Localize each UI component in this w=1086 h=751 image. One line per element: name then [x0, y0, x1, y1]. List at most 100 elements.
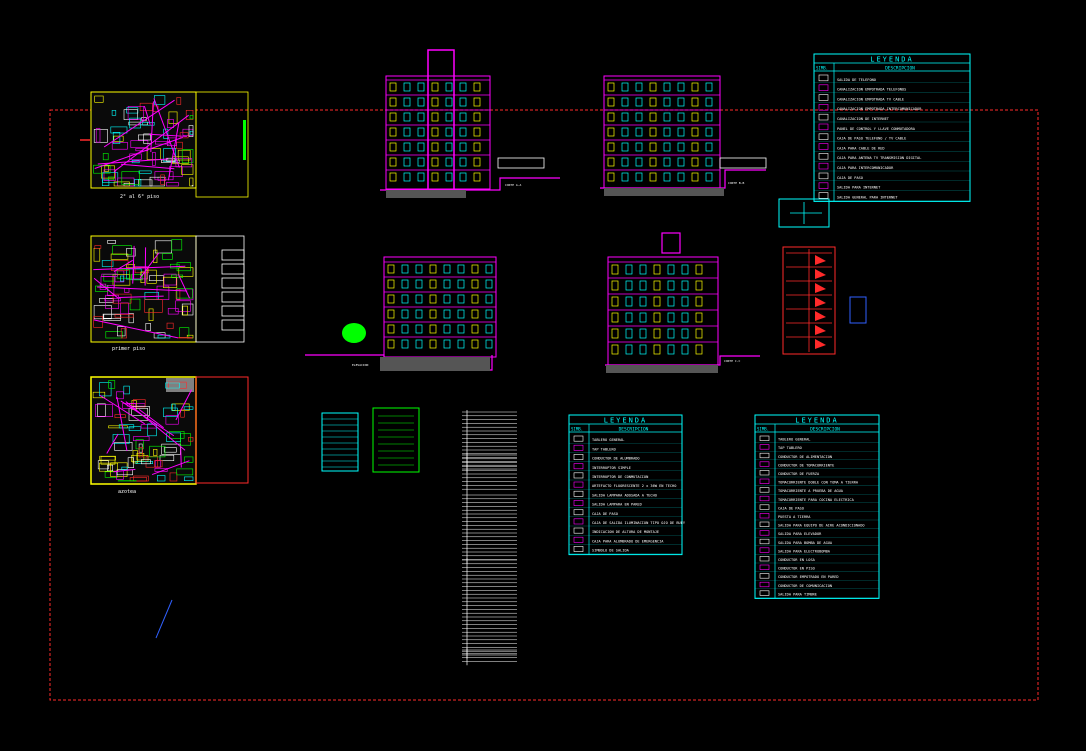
- plan-element: [138, 179, 153, 187]
- floor-plan-upper[interactable]: 2° al 6° piso: [80, 91, 249, 200]
- window: [667, 280, 675, 291]
- window: [403, 142, 411, 152]
- wiring-run: [151, 460, 190, 476]
- legend-symbol: [759, 444, 770, 450]
- section-a[interactable]: CORTE A-A: [380, 49, 560, 198]
- plan-element: [108, 176, 115, 181]
- legend-symbol: [573, 509, 584, 516]
- window: [649, 97, 657, 107]
- plan-element: [95, 128, 101, 143]
- window: [401, 324, 409, 334]
- legend-row-text: CANALIZACION EMPOTRADA TV CABLE: [837, 97, 904, 101]
- window: [417, 172, 425, 182]
- parking-stall: [221, 263, 245, 275]
- plan-element: [171, 403, 176, 411]
- legend-symbol: [573, 472, 584, 479]
- window: [635, 112, 643, 122]
- plan-element: [112, 274, 131, 286]
- legend-frame: [568, 414, 683, 556]
- plan-element: [129, 477, 148, 482]
- plan-element: [108, 425, 128, 429]
- legend-symbol: [759, 547, 770, 553]
- window: [415, 279, 423, 289]
- window: [459, 157, 467, 167]
- floor-plan-roof[interactable]: azotea: [90, 376, 249, 495]
- wiring-run: [99, 394, 145, 425]
- plan-element: [138, 170, 152, 174]
- plan-element: [166, 322, 174, 329]
- plan-element: [181, 164, 194, 175]
- window: [417, 157, 425, 167]
- riser-diagram-red[interactable]: [782, 246, 836, 355]
- window: [705, 127, 713, 137]
- window: [677, 157, 685, 167]
- wiring-run: [93, 265, 186, 271]
- section-d-label: CORTE C-C: [724, 359, 740, 363]
- section-b[interactable]: CORTE B-B: [600, 75, 767, 196]
- tree-symbol: [342, 323, 366, 343]
- window: [473, 157, 481, 167]
- section-d[interactable]: CORTE C-C: [605, 232, 760, 373]
- window: [677, 112, 685, 122]
- window: [387, 264, 395, 274]
- window: [621, 172, 629, 182]
- schedule-cyan[interactable]: [321, 412, 359, 472]
- plan-element: [93, 129, 108, 143]
- window: [431, 127, 439, 137]
- window: [415, 309, 423, 319]
- section-b-label: CORTE B-B: [728, 181, 744, 185]
- detail-symbol-box[interactable]: [778, 198, 830, 228]
- legend-row-text: CAJA PARA CABLE DE RED: [837, 146, 885, 150]
- legend-symbol: [818, 162, 829, 170]
- plan-element: [166, 157, 176, 162]
- floor-plan-ground[interactable]: primer piso: [90, 235, 245, 352]
- window: [473, 127, 481, 137]
- legend-row-text: CAJA DE PASO: [592, 512, 618, 516]
- window: [677, 82, 685, 92]
- window: [485, 324, 493, 334]
- window: [429, 309, 437, 319]
- legend-symbol: [573, 463, 584, 470]
- window: [431, 142, 439, 152]
- elevation-c[interactable]: ELEVACION: [305, 256, 497, 371]
- blue-terminal-block: [849, 296, 867, 324]
- schedule-green[interactable]: [372, 407, 420, 473]
- plan-element: [107, 284, 115, 296]
- wiring-run: [138, 409, 164, 429]
- plan-element: [144, 299, 163, 313]
- plan-element: [180, 433, 191, 446]
- window: [621, 97, 629, 107]
- window: [457, 294, 465, 304]
- window: [429, 264, 437, 274]
- window: [653, 312, 661, 323]
- window: [611, 296, 619, 307]
- legend-symbol: [818, 123, 829, 131]
- plan-element: [165, 415, 179, 425]
- plan-element: [103, 169, 116, 181]
- plan-element: [105, 294, 119, 310]
- window: [677, 97, 685, 107]
- wiring-run: [94, 136, 183, 169]
- legend-symbol: [573, 518, 584, 525]
- window: [431, 172, 439, 182]
- window: [429, 339, 437, 349]
- window: [625, 328, 633, 339]
- circuit-schedules[interactable]: [462, 410, 517, 666]
- plan-element: [114, 314, 134, 318]
- window: [457, 339, 465, 349]
- plan-element: [153, 448, 158, 456]
- plan-element: [116, 391, 124, 400]
- plan-element: [93, 164, 111, 174]
- legend-symbol: [573, 536, 584, 543]
- plan-element: [159, 454, 175, 462]
- plan-element: [191, 185, 194, 187]
- window: [387, 294, 395, 304]
- plan-element: [120, 275, 125, 282]
- plan-element: [138, 446, 143, 458]
- window: [443, 294, 451, 304]
- legend-row-text: CONDUCTOR EN PISO: [778, 567, 815, 571]
- legend-symbol: [759, 478, 770, 484]
